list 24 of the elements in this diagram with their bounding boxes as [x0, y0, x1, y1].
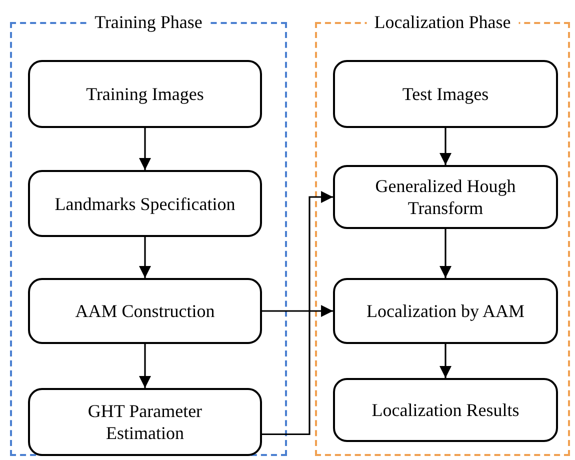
process-box — [333, 378, 558, 442]
arrow — [440, 128, 452, 165]
arrow — [440, 229, 452, 278]
process-box — [28, 388, 262, 456]
process-box — [28, 170, 262, 237]
box-label: Test Images — [402, 83, 489, 105]
box-label: Localization by AAM — [366, 300, 524, 322]
process-box — [28, 60, 262, 128]
arrow — [440, 344, 452, 378]
arrow — [139, 237, 151, 278]
process-box — [333, 60, 558, 128]
arrow — [139, 344, 151, 388]
process-box — [333, 165, 558, 229]
process-box — [333, 278, 558, 344]
arrow — [262, 191, 333, 436]
box-label: Localization Results — [372, 399, 520, 421]
box-label: Training Images — [86, 83, 204, 105]
arrow — [139, 128, 151, 170]
box-label: Landmarks Specification — [54, 192, 236, 214]
process-box — [28, 278, 262, 344]
box-label: Generalized Hough Transform — [374, 175, 517, 219]
arrow — [262, 305, 333, 317]
box-label: GHT Parameter Estimation — [86, 400, 204, 444]
box-label: AAM Construction — [75, 300, 215, 322]
